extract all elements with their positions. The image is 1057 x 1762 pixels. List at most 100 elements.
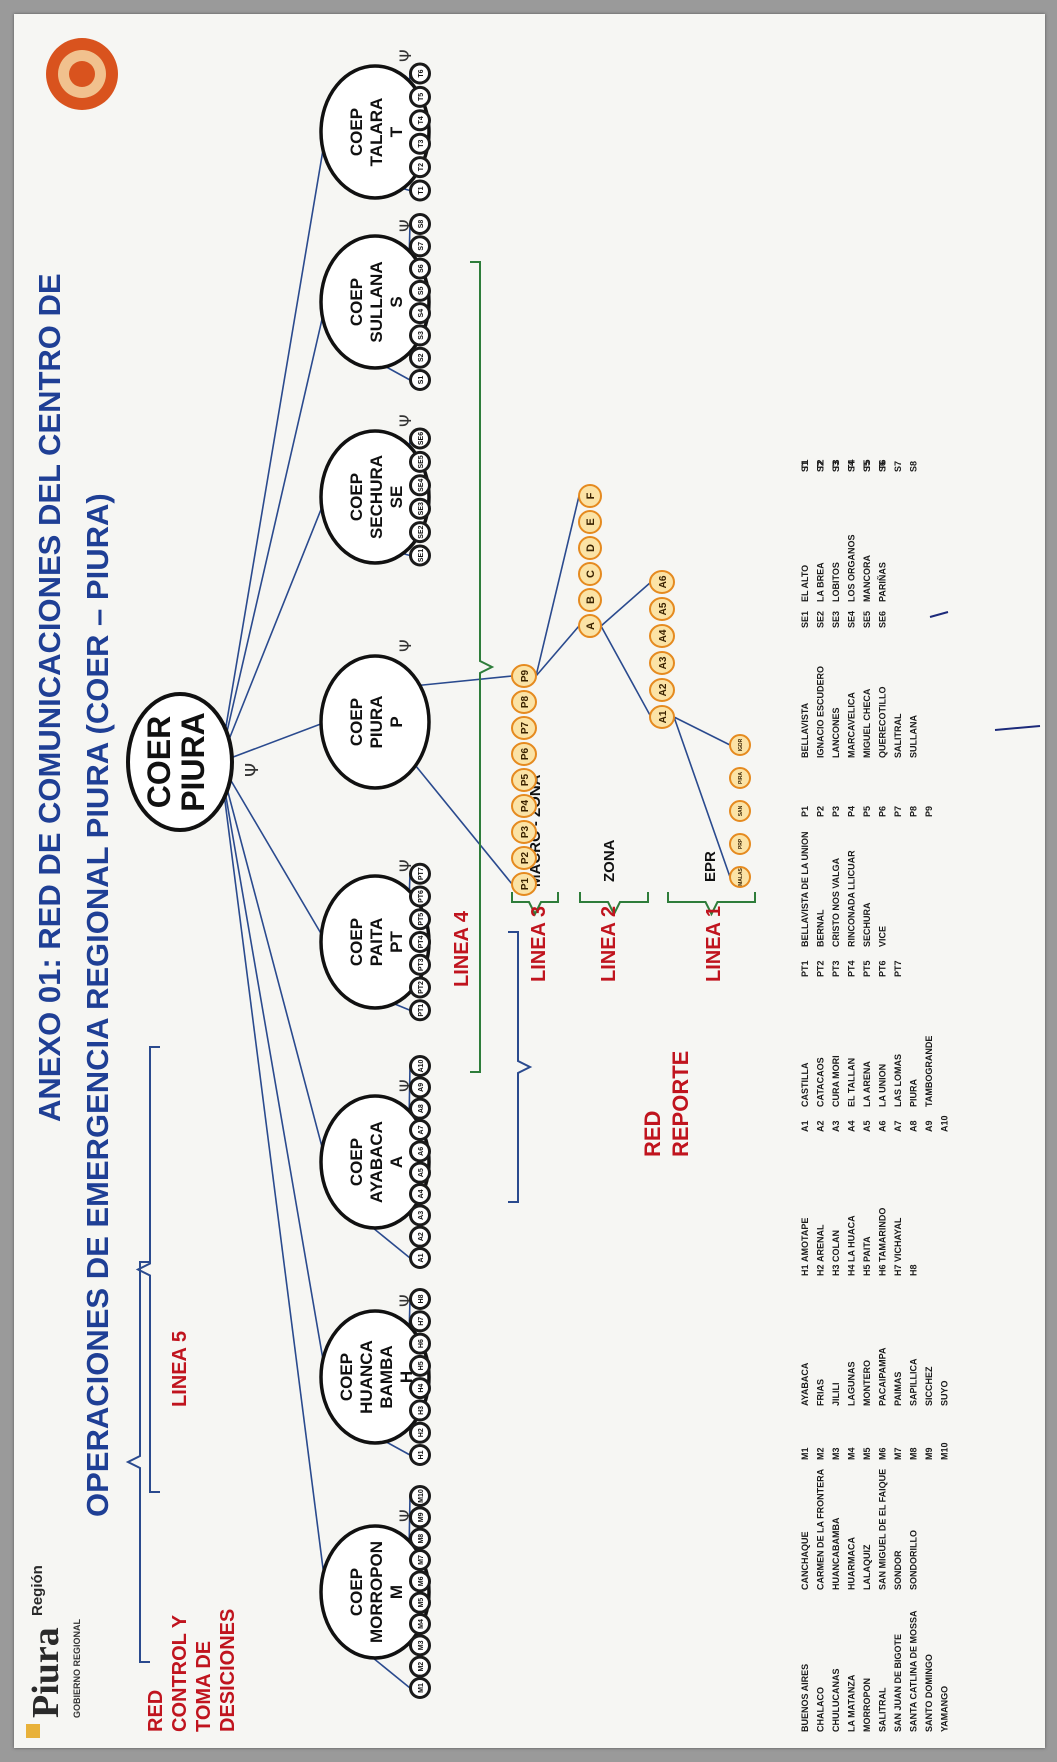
legend-name: LA BREA [816,562,826,602]
coep-label-line: COEP [337,1353,356,1401]
legend-name: CRISTO NOS VALGA [831,857,841,947]
subnode-M1: M1 [409,1677,431,1699]
legend-name: PAIMAS [893,1372,903,1406]
legend-name: MANCORA [862,555,872,602]
district-label: P5 [520,773,531,786]
legend-name: PARIÑAS [878,562,888,602]
legend-code: T2 [816,459,826,470]
legend-name: LA ARENA [862,1061,872,1107]
legend-name: CHALACO [816,1687,826,1732]
bracket-linea3 [511,892,559,917]
macro-zone-label: D [585,544,597,552]
legend-code: M5 [862,1447,872,1460]
coep-label-line: COEP [347,918,366,966]
subnode-label: SE6 [418,432,425,445]
legend-code: H8 [909,1264,919,1276]
legend-code: A3 [831,1120,841,1132]
legend-name: SALITRAL [878,1687,888,1732]
subnode-label: PT6 [418,890,425,903]
zone-node-A3: A3 [649,651,675,675]
subnode-label: A9 [418,1083,425,1092]
subnode-SE1: SE1 [409,544,431,567]
legend-code: PT2 [816,960,826,977]
subnode-SE3: SE3 [409,497,431,520]
macro-zone-label: B [585,596,597,604]
legend-code: T1 [800,459,810,470]
subnode-label: PT1 [418,1004,425,1017]
legend-name: MORROPON [862,1678,872,1732]
legend-name: SONDORILLO [909,1530,919,1590]
legend-code: PT1 [800,960,810,977]
district-node-P7: P7 [511,716,537,740]
subnode-M2: M2 [409,1655,431,1678]
legend-code: M7 [893,1447,903,1460]
legend-name: HUANCABAMBA [831,1517,841,1590]
subnode-label: SE5 [418,455,425,468]
subnode-H5: H5 [409,1354,431,1377]
subnode-label: T3 [418,140,425,148]
coep-label-line: PT [387,931,406,953]
tree-line [673,716,731,746]
antenna-icon: Ψ [242,763,263,777]
legend-name: COLAN [831,1230,841,1262]
subnode-label: SE3 [418,502,425,515]
legend-code: A5 [862,1120,872,1132]
subnode-label: A6 [418,1147,425,1156]
coep-label-line: COEP [347,278,366,326]
subnode-T1: T1 [409,179,431,202]
subnode-label: M10 [418,1489,425,1503]
subnode-S4: S4 [409,302,431,325]
epr-node-MALAS: MALAS [729,866,751,888]
logo-sub: Región [29,1565,46,1616]
legend-name: BELLAVISTA DE LA UNION [800,832,810,948]
subnode-A9: A9 [409,1076,431,1099]
zone-label: A5 [658,602,669,615]
subnode-label: A1 [418,1253,425,1262]
legend-code: T4 [847,459,857,470]
link-root-P [219,721,327,763]
subnode-A4: A4 [409,1183,431,1205]
legend-name: SANTO DOMINGO [924,1654,934,1732]
subnode-label: S7 [418,242,425,251]
district-label: P1 [520,877,531,890]
title-line-2: OPERACIONES DE EMERGENCIA REGIONAL PIURA… [80,493,115,1517]
subnode-label: T1 [418,186,425,194]
legend-code: PT3 [831,960,841,977]
legend-name: SALITRAL [893,713,903,758]
legend-code: S2 [816,461,826,472]
legend-code: H2 [816,1264,826,1276]
subnode-label: SE1 [418,549,425,562]
legend-code: M2 [816,1447,826,1460]
legend-code: SE5 [862,611,872,628]
legend-code: SE4 [847,611,857,628]
subnode-label: H8 [418,1294,425,1303]
legend-code: A10 [940,1115,950,1132]
coep-label-line: S [387,296,406,307]
legend-code: SE1 [800,611,810,628]
zone-label: A3 [658,656,669,669]
zone-node-A6: A6 [649,570,675,594]
subnode-T2: T2 [409,156,431,179]
legend-code: S3 [831,461,841,472]
subnode-label: M4 [418,1619,425,1629]
coep-subnodes: M1M2M3M4M5M6M7M8M9M10H1H2H3H4H5H6H7H8A1A… [409,62,431,1699]
subnode-label: H5 [418,1361,425,1370]
brackets [125,261,756,1663]
legend-name: SECHURA [862,902,872,947]
subnode-M4: M4 [409,1613,431,1635]
coep-label-line: COEP [347,108,366,156]
subnode-label: M7 [418,1555,425,1565]
coer-line-1: COER [141,716,177,808]
subnode-label: T2 [418,163,425,171]
subnode-H1: H1 [409,1444,431,1466]
macro-zone-A: A [578,614,602,638]
red-control-label: RED CONTROL Y TOMA DE DESICIONES [145,1609,239,1732]
epr-node-PIRA: PIRA [729,767,751,789]
district-label: P3 [520,825,531,838]
